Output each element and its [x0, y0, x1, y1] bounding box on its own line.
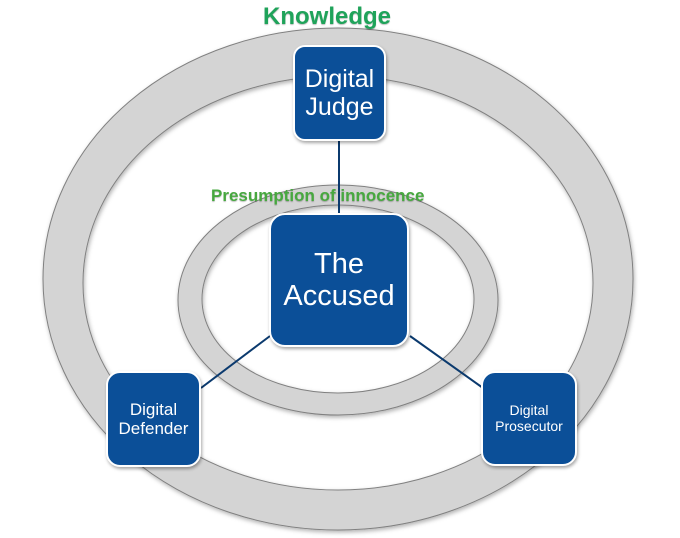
the-accused-node: The Accused	[269, 213, 409, 347]
prosecutor-line2: Prosecutor	[495, 417, 563, 434]
prosecutor-line1: Digital	[509, 401, 549, 418]
connector-prosecutor-accused	[409, 335, 484, 389]
inner-ring-presumption	[177, 184, 499, 416]
defender-line2: Defender	[118, 419, 189, 438]
outer-ring-knowledge	[42, 27, 634, 531]
connector-defender-accused	[200, 335, 271, 389]
digital-defender-node: Digital Defender	[106, 371, 201, 467]
knowledge-label: Knowledge	[263, 3, 392, 30]
defender-line1: Digital	[129, 399, 178, 419]
digital-prosecutor-node: Digital Prosecutor	[481, 371, 577, 466]
accused-line2: Accused	[283, 280, 395, 312]
judge-line1: Digital	[304, 65, 375, 93]
accused-line1: The	[314, 247, 364, 280]
digital-judge-node: Digital Judge	[293, 45, 386, 141]
judge-line2: Judge	[305, 93, 374, 121]
presumption-of-innocence-label: Presumption of innocence	[211, 186, 425, 205]
